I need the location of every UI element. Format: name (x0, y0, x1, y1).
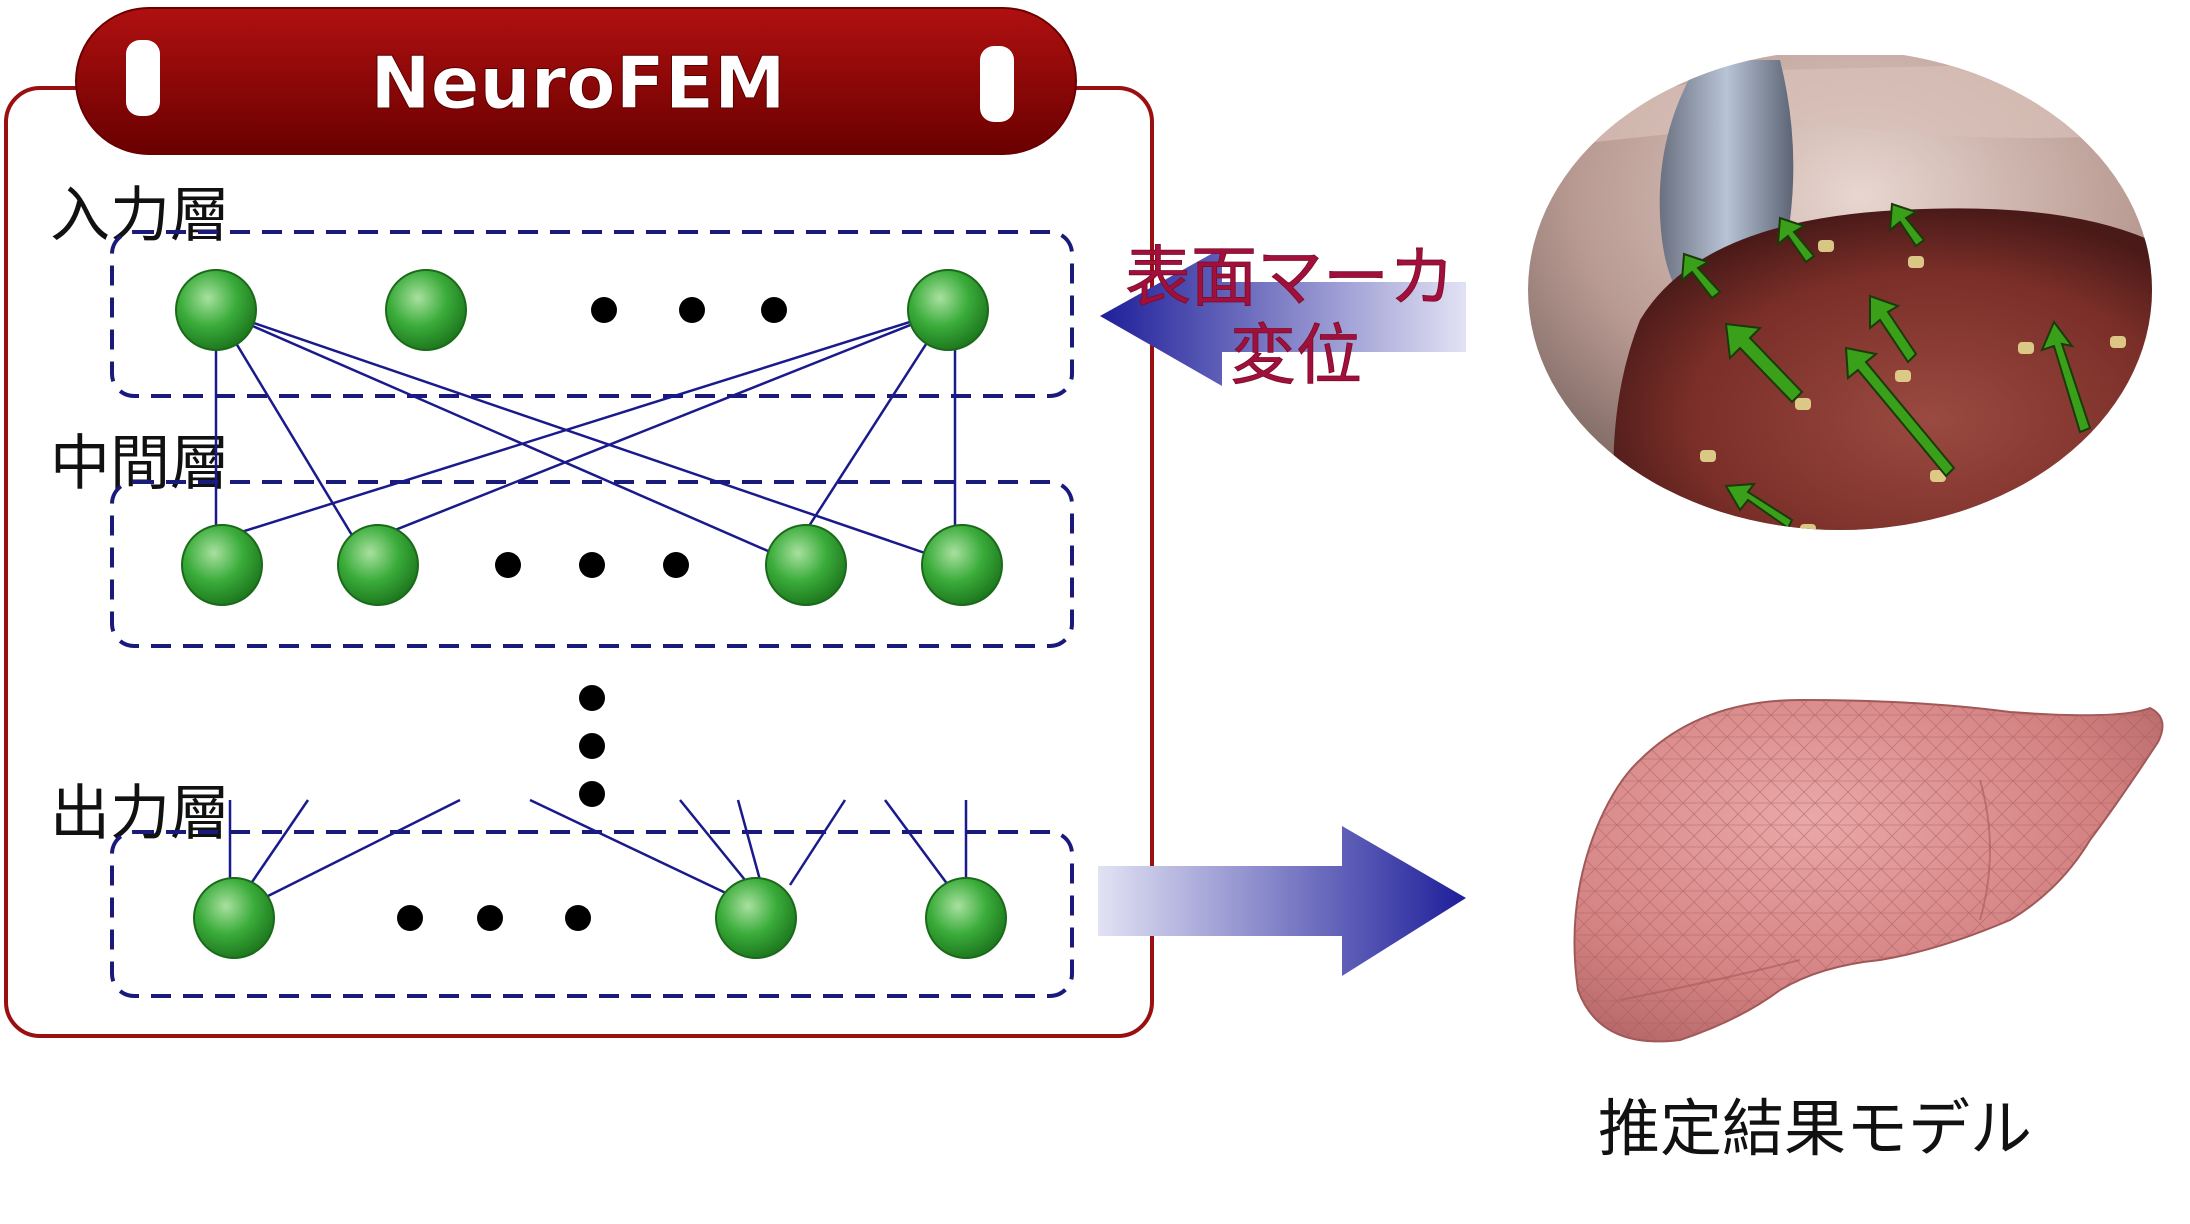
marker-displacement-label-line2: 変位 (1230, 317, 1362, 394)
output-layer-box (110, 830, 1074, 998)
middle-ellipsis (495, 552, 689, 578)
input-layer-label: 入力層 (50, 181, 230, 251)
middle-layer-label: 中間層 (50, 429, 230, 499)
title-text: NeuroFEM (370, 41, 785, 125)
title-right-notch (980, 46, 1014, 122)
title-left-notch (126, 40, 160, 116)
middle-layer-nodes (181, 524, 1003, 606)
output-arrow-icon (1098, 826, 1466, 976)
result-model-label: 推定結果モデル (1598, 1092, 2032, 1165)
middle-layer-box (110, 480, 1074, 648)
middle-node (921, 524, 1003, 606)
middle-node (337, 524, 419, 606)
middle-node (181, 524, 263, 606)
title-banner: NeuroFEM (75, 7, 1077, 155)
output-layer-label: 出力層 (50, 779, 230, 849)
input-ellipsis (591, 297, 787, 323)
hidden-layers-ellipsis (579, 685, 605, 807)
liver-photo-image (1528, 55, 2152, 530)
input-node (907, 269, 989, 351)
output-node (925, 877, 1007, 959)
network-connections (214, 308, 968, 902)
input-arrow-icon (1100, 248, 1466, 386)
output-ellipsis (397, 905, 591, 931)
input-layer-box (110, 230, 1074, 398)
input-node (175, 269, 257, 351)
input-node (385, 269, 467, 351)
middle-node (765, 524, 847, 606)
liver-mesh-model-image (1573, 698, 2164, 1043)
output-node (715, 877, 797, 959)
marker-displacement-label-line1: 表面マーカ (1125, 239, 1455, 316)
output-node (193, 877, 275, 959)
marker-displacement-arrows (1680, 202, 2092, 530)
input-layer-nodes (175, 269, 989, 351)
output-layer-nodes (193, 877, 1007, 959)
